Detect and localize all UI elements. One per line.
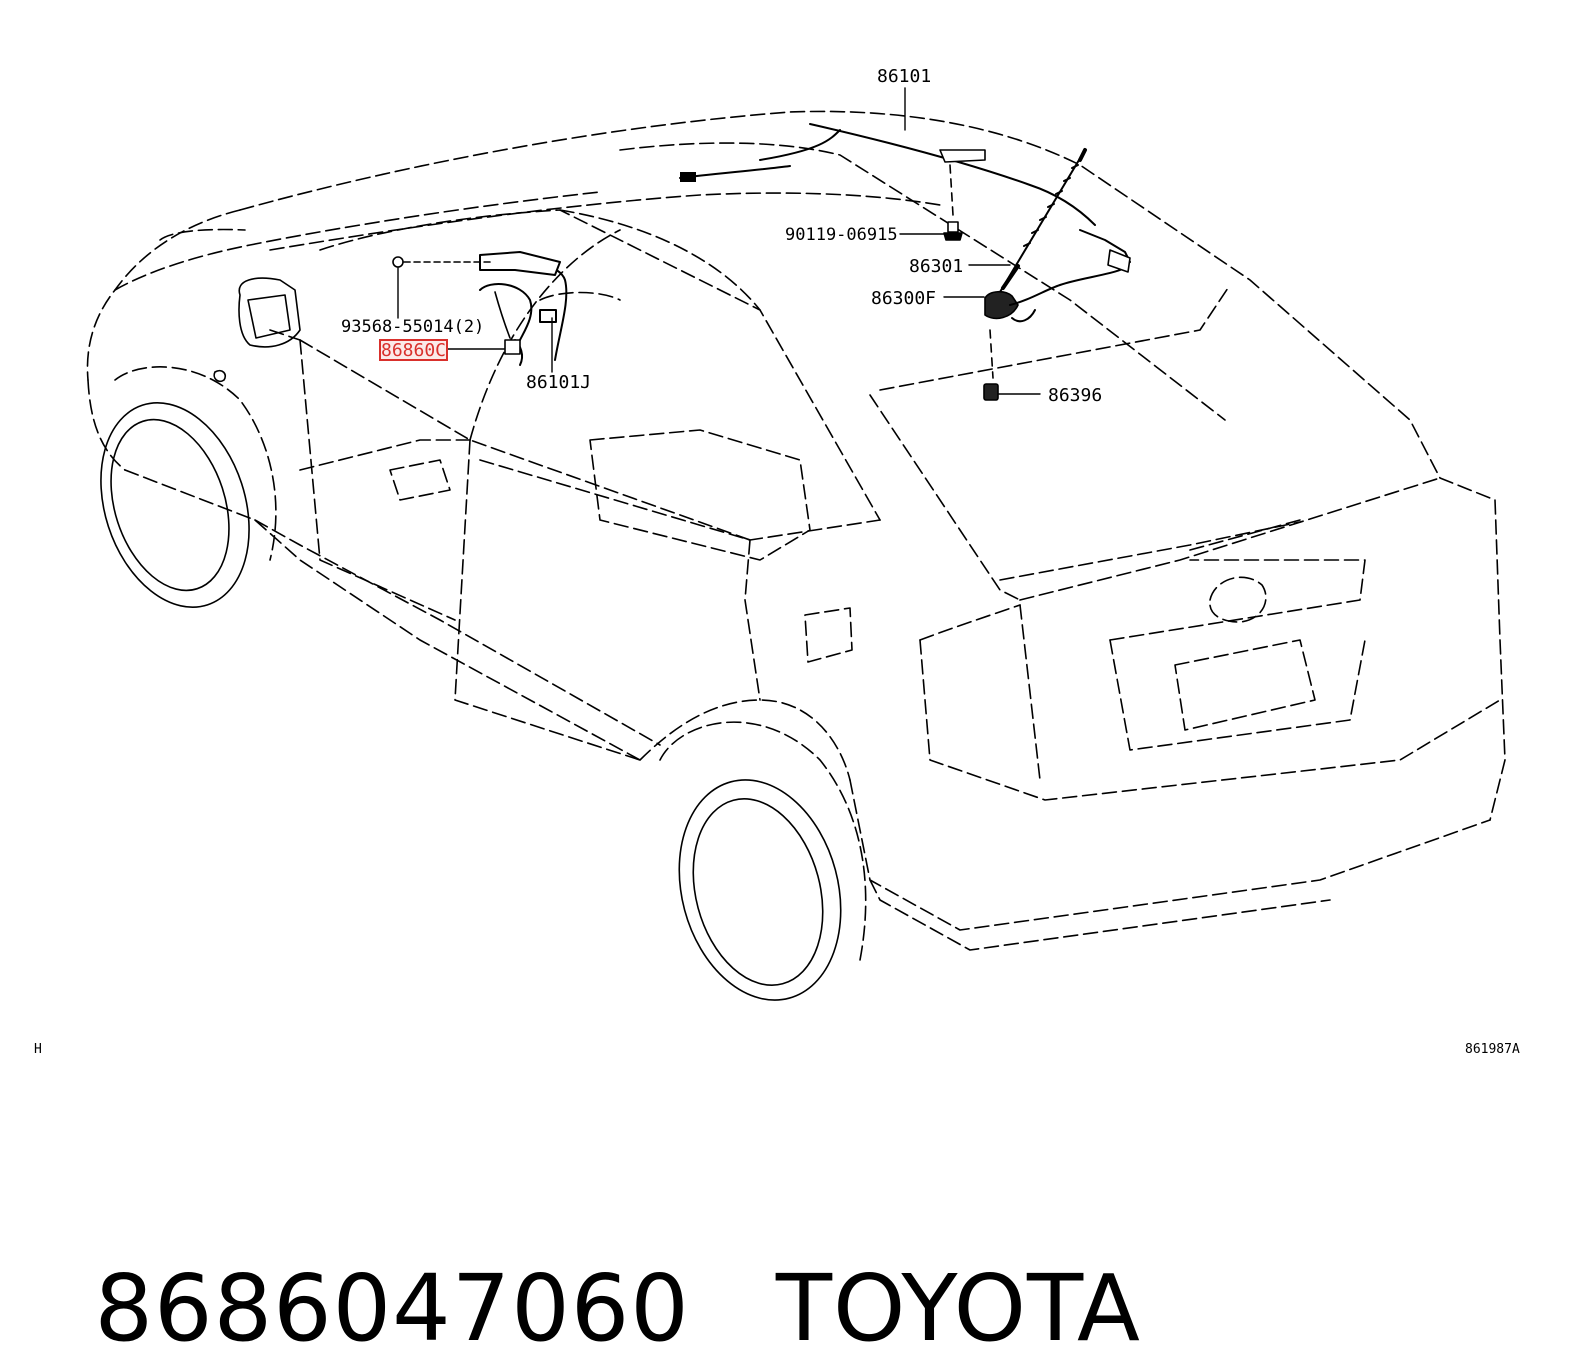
- corner-code-right: 861987A: [1465, 1042, 1520, 1057]
- label-86860c[interactable]: 86860C: [381, 340, 446, 361]
- antenna-cord-86101: [679, 123, 1131, 263]
- rear-wheel: [659, 721, 867, 1001]
- nut-86396-icon: [983, 383, 999, 401]
- label-86101j[interactable]: 86101J: [526, 372, 591, 393]
- leader-lines: [397, 87, 1041, 395]
- clip-93568-icon: [392, 256, 491, 268]
- antenna-rod-86301: [999, 148, 1087, 293]
- part-caption: 8686047060 TOYOTA: [34, 1148, 1141, 1362]
- label-90119-06915[interactable]: 90119-06915: [785, 225, 898, 245]
- label-86101[interactable]: 86101: [877, 66, 931, 87]
- bracket-clip: [939, 149, 986, 216]
- antenna-cord-86101j: [479, 251, 568, 366]
- label-86301[interactable]: 86301: [909, 256, 963, 277]
- highlight-box: [379, 339, 448, 361]
- brand-name: TOYOTA: [775, 1255, 1141, 1362]
- part-number: 8686047060: [94, 1255, 690, 1362]
- connector-86860c: [494, 291, 521, 355]
- screw-90119-icon: [943, 221, 963, 241]
- front-wheel: [100, 366, 277, 608]
- label-86396[interactable]: 86396: [1048, 385, 1102, 406]
- car-body-outline: [86, 110, 1506, 951]
- antenna-base-86300f: [984, 249, 1131, 379]
- label-86300f[interactable]: 86300F: [871, 288, 936, 309]
- parts-diagram: 86101 90119-06915 86301 86300F 86396 935…: [34, 66, 1520, 1057]
- corner-code-left: H: [34, 1042, 42, 1057]
- label-93568-55014[interactable]: 93568-55014(2): [341, 317, 484, 337]
